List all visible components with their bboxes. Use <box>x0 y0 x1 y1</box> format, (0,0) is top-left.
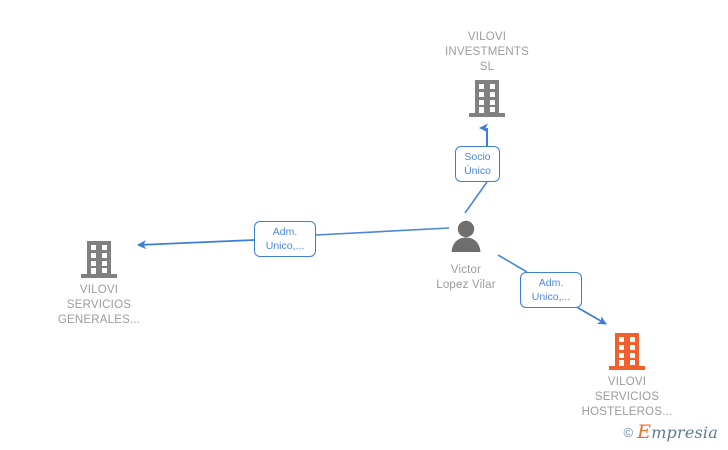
building-icon <box>19 238 179 280</box>
person-icon <box>386 218 546 260</box>
empresia-watermark: © Empresia <box>624 421 718 443</box>
node-victor-lopez-vilar[interactable]: Victor Lopez Vilar <box>386 218 546 293</box>
node-label-vilovi-servicios-hosteleros: VILOVI SERVICIOS HOSTELEROS... <box>581 376 673 418</box>
node-label-vilovi-investments: VILOVI INVESTMENTS SL <box>445 31 529 73</box>
node-label-vilovi-servicios-generales: VILOVI SERVICIOS GENERALES... <box>57 284 141 326</box>
building-icon <box>407 77 567 119</box>
empresia-logo-text: mpresia <box>651 423 718 442</box>
edge-line-adm-unico-hosteleros <box>497 254 607 325</box>
empresia-logo: Empresia <box>637 421 718 443</box>
edge-label-adm-unico-generales[interactable]: Adm. Unico,... <box>254 221 316 257</box>
empresia-logo-initial: E <box>637 421 652 443</box>
edge-line-socio-unico <box>464 123 488 214</box>
edge-line-adm-unico-generales <box>137 227 450 250</box>
copyright-icon: © <box>623 424 634 440</box>
node-vilovi-servicios-generales[interactable]: VILOVI SERVICIOS GENERALES... <box>19 238 179 328</box>
node-vilovi-investments[interactable]: VILOVI INVESTMENTS SL <box>407 30 567 119</box>
edge-label-socio-unico[interactable]: Socio Único <box>455 146 500 182</box>
node-label-victor-lopez-vilar: Victor Lopez Vilar <box>436 264 496 291</box>
building-icon <box>547 330 707 372</box>
node-vilovi-servicios-hosteleros[interactable]: VILOVI SERVICIOS HOSTELEROS... <box>547 330 707 420</box>
edge-label-adm-unico-hosteleros[interactable]: Adm. Unico,... <box>520 272 582 308</box>
